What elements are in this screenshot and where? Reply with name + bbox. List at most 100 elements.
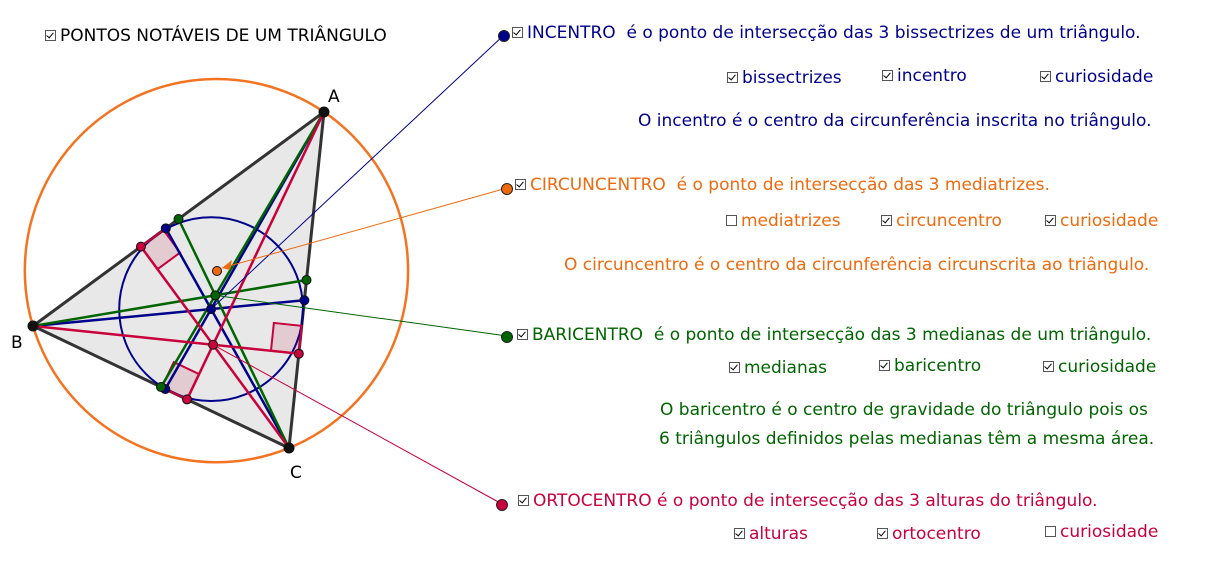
option-ortocentro[interactable]: ortocentro xyxy=(877,524,981,544)
circuncentro-curiosity: O circuncentro é o centro da circunferên… xyxy=(564,255,1149,275)
baricentro-header: BARICENTRO é o ponto de intersecção das … xyxy=(517,325,1151,345)
checkbox-incentro-curiosidade[interactable] xyxy=(1040,70,1051,82)
checkbox-ortocentro[interactable] xyxy=(877,527,888,539)
bisector-foot-2 xyxy=(160,223,171,234)
checkbox-baricentro-curiosidade[interactable] xyxy=(1043,360,1054,372)
option-label: curiosidade xyxy=(1060,522,1159,542)
baricentro-checkbox[interactable] xyxy=(517,328,528,340)
incentro-name: INCENTRO xyxy=(527,23,616,43)
circuncentro-point xyxy=(212,266,222,276)
median-c xyxy=(177,218,291,449)
bisector-foot-1 xyxy=(299,295,310,306)
option-incentro-curiosidade[interactable]: curiosidade xyxy=(1040,67,1153,87)
triangle xyxy=(31,110,326,450)
incircle xyxy=(118,216,304,402)
baricentro-curiosity-2: 6 triângulos definidos pelas medianas tê… xyxy=(659,429,1154,449)
option-label: medianas xyxy=(744,358,827,378)
ortocentro-checkbox[interactable] xyxy=(518,494,529,506)
checkbox-baricentro[interactable] xyxy=(879,359,890,371)
circuncentro-desc: é o ponto de intersecção das 3 mediatriz… xyxy=(676,175,1050,195)
median-midpoint-1 xyxy=(301,275,312,285)
incentro-checkbox[interactable] xyxy=(512,26,523,38)
incentro-point xyxy=(206,304,217,315)
incentro-curiosity: O incentro é o centro da circunferência … xyxy=(638,111,1152,131)
curiosity-line: 6 triângulos definidos pelas medianas tê… xyxy=(659,429,1155,449)
altitude-a xyxy=(185,111,326,400)
vertex-label-b: B xyxy=(11,333,23,353)
option-label: curiosidade xyxy=(1060,211,1159,231)
option-label: alturas xyxy=(749,524,808,544)
median-midpoint-2 xyxy=(173,214,184,224)
incentro-point-handle[interactable] xyxy=(498,30,510,42)
ortocentro-desc: é o ponto de intersecção das 3 alturas d… xyxy=(657,491,1098,511)
baricentro-name: BARICENTRO xyxy=(532,325,644,345)
option-label: circuncentro xyxy=(896,211,1002,231)
option-circuncentro-curiosidade[interactable]: curiosidade xyxy=(1045,211,1158,231)
option-medianas[interactable]: medianas xyxy=(729,358,827,378)
altitude-b xyxy=(32,324,299,355)
altitude-foot-0 xyxy=(182,394,193,405)
checkbox-circuncentro[interactable] xyxy=(881,214,892,226)
curiosity-line: O circuncentro é o centro da circunferên… xyxy=(564,255,1150,275)
connector-circuncentro-arrow xyxy=(222,260,232,270)
circuncentro-name: CIRCUNCENTRO xyxy=(530,175,666,195)
altitude-foot-2 xyxy=(135,241,146,252)
ortocentro-point xyxy=(208,339,219,350)
connector-baricentro xyxy=(215,294,508,337)
option-ortocentro-curiosidade[interactable]: curiosidade xyxy=(1045,522,1158,542)
option-label: curiosidade xyxy=(1055,67,1154,87)
bisector-c xyxy=(164,227,291,449)
option-label: mediatrizes xyxy=(741,211,841,231)
altitude-foot-1 xyxy=(293,348,304,359)
baricentro-point xyxy=(210,290,221,301)
curiosity-line: O baricentro é o centro de gravidade do … xyxy=(660,400,1148,420)
checkbox-medianas[interactable] xyxy=(729,361,740,373)
title-checkbox[interactable] xyxy=(45,29,56,41)
vertex-a xyxy=(318,106,330,118)
vertex-label-c: C xyxy=(290,463,302,483)
option-label: ortocentro xyxy=(892,524,981,544)
ortocentro-point-handle[interactable] xyxy=(496,499,508,511)
vertex-b xyxy=(27,320,39,332)
baricentro-desc: é o ponto de intersecção das 3 medianas … xyxy=(653,325,1152,345)
circumcircle xyxy=(23,77,410,464)
option-label: bissectrizes xyxy=(742,68,842,88)
checkbox-mediatrizes[interactable] xyxy=(726,214,737,226)
checkbox-incentro[interactable] xyxy=(882,69,893,81)
bisector-b xyxy=(32,298,305,328)
ortocentro-header: ORTOCENTRO é o ponto de intersecção das … xyxy=(518,491,1098,511)
title-toggle[interactable]: PONTOS NOTÁVEIS DE UM TRIÂNGULO xyxy=(45,26,387,46)
option-bissectrizes[interactable]: bissectrizes xyxy=(727,68,842,88)
option-label: baricentro xyxy=(894,356,982,376)
incentro-header: INCENTRO é o ponto de intersecção das 3 … xyxy=(512,23,1141,43)
connector-incentro xyxy=(210,34,505,310)
ortocentro-name: ORTOCENTRO xyxy=(533,491,652,511)
checkbox-bissectrizes[interactable] xyxy=(727,71,738,83)
vertex-label-a: A xyxy=(328,87,340,107)
connector-circuncentro xyxy=(221,187,508,269)
option-incentro[interactable]: incentro xyxy=(882,66,967,86)
option-baricentro-curiosidade[interactable]: curiosidade xyxy=(1043,357,1156,377)
baricentro-curiosity-1: O baricentro é o centro de gravidade do … xyxy=(660,400,1148,420)
checkbox-circuncentro-curiosidade[interactable] xyxy=(1045,214,1056,226)
connector-ortocentro xyxy=(212,344,503,505)
option-alturas[interactable]: alturas xyxy=(734,524,808,544)
option-label: curiosidade xyxy=(1058,357,1157,377)
option-baricentro[interactable]: baricentro xyxy=(879,356,981,376)
checkbox-alturas[interactable] xyxy=(734,527,745,539)
vertex-c xyxy=(283,442,295,454)
checkbox-ortocentro-curiosidade[interactable] xyxy=(1045,525,1056,537)
circuncentro-header: CIRCUNCENTRO é o ponto de intersecção da… xyxy=(515,175,1050,195)
baricentro-point-handle[interactable] xyxy=(501,331,513,343)
incentro-desc: é o ponto de intersecção das 3 bissectri… xyxy=(626,23,1141,43)
circuncentro-checkbox[interactable] xyxy=(515,178,526,190)
option-label: incentro xyxy=(897,66,967,86)
option-mediatrizes[interactable]: mediatrizes xyxy=(726,211,841,231)
title-label: PONTOS NOTÁVEIS DE UM TRIÂNGULO xyxy=(60,26,387,46)
option-circuncentro[interactable]: circuncentro xyxy=(881,211,1002,231)
median-midpoint-0 xyxy=(156,382,166,392)
median-b xyxy=(32,278,307,328)
circuncentro-point-handle[interactable] xyxy=(501,183,513,195)
curiosity-line: O incentro é o centro da circunferência … xyxy=(638,111,1152,131)
